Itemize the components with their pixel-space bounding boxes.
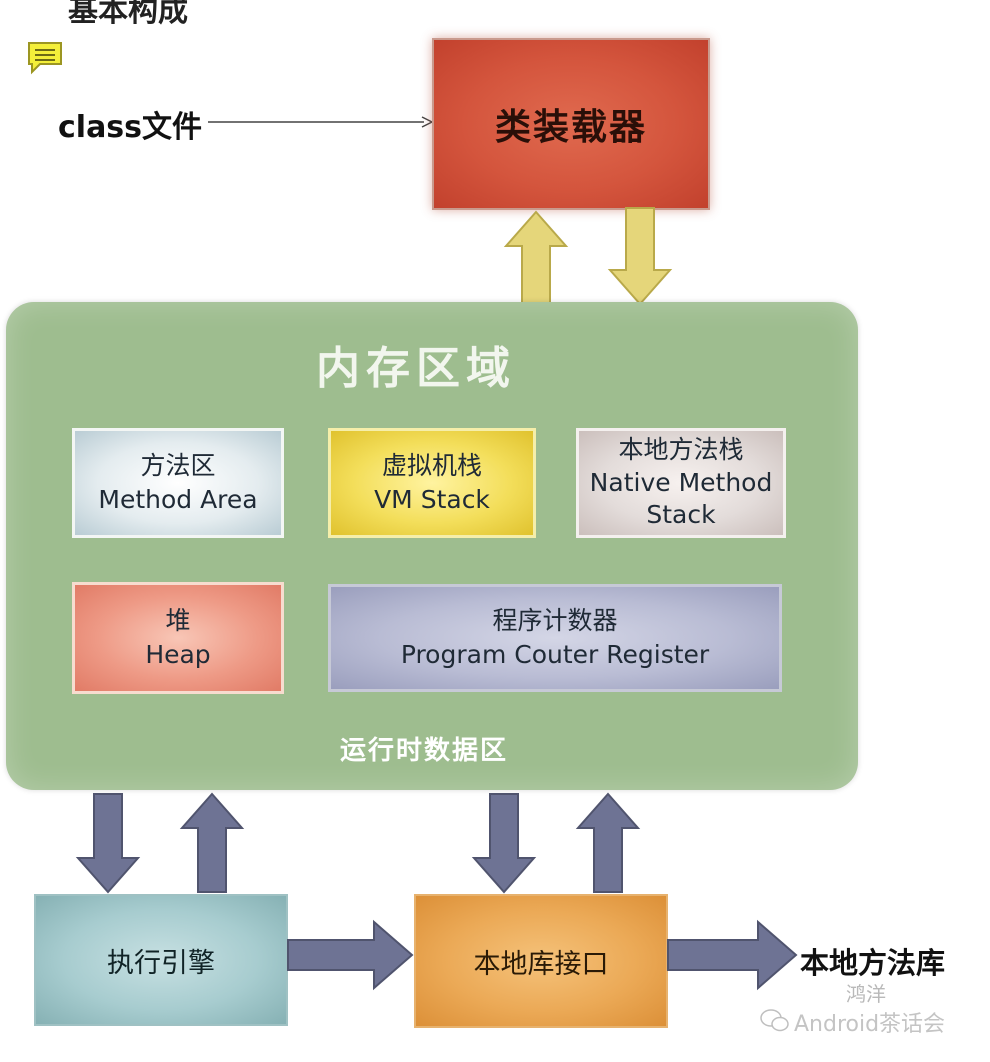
method-area-box: 方法区 Method Area — [72, 428, 284, 538]
heap-cn: 堆 — [165, 606, 191, 636]
native-method-stack-cn: 本地方法栈 — [618, 435, 744, 465]
class-loader-label: 类装载器 — [494, 107, 647, 148]
interface-to-memory-arrow — [575, 792, 641, 893]
runtime-data-area-label: 运行时数据区 — [340, 736, 509, 766]
vm-stack-en: VM Stack — [374, 485, 490, 514]
section-heading-cut: 基本构成 — [68, 0, 188, 29]
heap-en: Heap — [145, 640, 211, 669]
method-area-en: Method Area — [98, 485, 258, 514]
native-method-stack-box: 本地方法栈 Native Method Stack — [576, 428, 786, 538]
engine-to-memory-arrow — [179, 792, 245, 893]
class-loader-box: 类装载器 — [432, 38, 710, 210]
loader-up-arrow — [503, 210, 569, 309]
program-counter-en: Program Couter Register — [400, 640, 710, 669]
program-counter-cn: 程序计数器 — [492, 606, 618, 636]
interface-to-library-arrow — [667, 919, 798, 991]
wechat-logo-icon — [760, 1009, 789, 1032]
vm-stack-cn: 虚拟机栈 — [381, 451, 482, 481]
program-counter-box: 程序计数器 Program Couter Register — [328, 584, 782, 692]
native-interface-box: 本地库接口 — [414, 894, 668, 1028]
heap-box: 堆 Heap — [72, 582, 284, 694]
native-interface-label: 本地库接口 — [473, 948, 609, 980]
engine-to-interface-arrow — [287, 919, 414, 991]
execution-engine-box: 执行引擎 — [34, 894, 288, 1026]
class-file-label: class文件 — [58, 110, 203, 145]
watermark-account: Android茶话会 — [794, 1012, 946, 1037]
vm-stack-box: 虚拟机栈 VM Stack — [328, 428, 536, 538]
native-method-stack-en1: Native Method — [589, 467, 773, 497]
memory-to-engine-arrow — [75, 793, 141, 894]
memory-area-panel — [6, 302, 858, 790]
class-to-loader-arrow — [208, 116, 434, 128]
native-method-library-label: 本地方法库 — [800, 946, 946, 980]
memory-to-interface-arrow — [471, 793, 537, 894]
loader-down-arrow — [607, 207, 673, 306]
comment-note-icon — [28, 42, 62, 75]
native-method-stack-en2: Stack — [646, 500, 716, 530]
watermark-author: 鸿洋 — [846, 982, 886, 1006]
method-area-cn: 方法区 — [140, 451, 216, 481]
execution-engine-label: 执行引擎 — [107, 947, 215, 979]
memory-area-title: 内存区域 — [316, 343, 516, 394]
